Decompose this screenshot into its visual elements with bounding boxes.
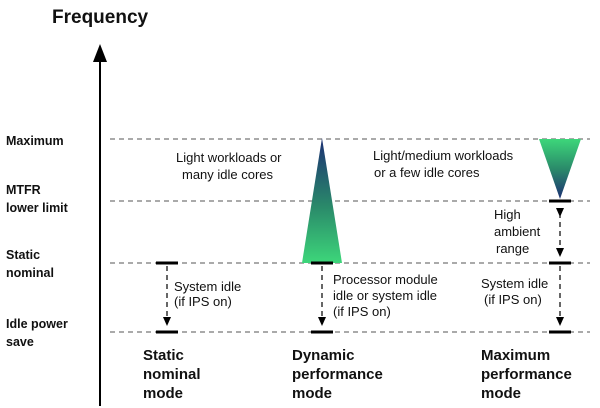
- processor-idle-3: (if IPS on): [333, 304, 391, 319]
- light-medium-2: or a few idle cores: [374, 165, 480, 180]
- level-label-static-1: Static: [6, 248, 40, 262]
- mode-maximum-2: performance: [481, 366, 572, 383]
- mode-static-1: Static: [143, 347, 184, 364]
- mode-maximum-1: Maximum: [481, 347, 550, 364]
- frequency-axis-arrowhead: [93, 44, 107, 62]
- static-sysidle-1: System idle: [174, 279, 241, 294]
- maximum-sysidle-2: (if IPS on): [484, 292, 542, 307]
- maximum-sysidle-1: System idle: [481, 276, 548, 291]
- processor-idle-2: idle or system idle: [333, 288, 437, 303]
- level-label-mtfr-2: lower limit: [6, 201, 69, 215]
- level-label-static-2: nominal: [6, 266, 54, 280]
- high-ambient-1: High: [494, 207, 521, 222]
- level-label-idle-1: Idle power: [6, 317, 68, 331]
- mode-maximum-3: mode: [481, 385, 521, 402]
- light-workloads-2: many idle cores: [182, 167, 274, 182]
- level-label-mtfr-1: MTFR: [6, 183, 41, 197]
- mode-static-2: nominal: [143, 366, 201, 383]
- mode-static-3: mode: [143, 385, 183, 402]
- mode-dynamic-2: performance: [292, 366, 383, 383]
- static-sysidle-2: (if IPS on): [174, 294, 232, 309]
- mode-dynamic-1: Dynamic: [292, 347, 355, 364]
- light-workloads-1: Light workloads or: [176, 150, 282, 165]
- level-label-maximum: Maximum: [6, 134, 64, 148]
- level-label-idle-2: save: [6, 335, 34, 349]
- dynamic-mode-wedge: [302, 138, 342, 263]
- high-ambient-3: range: [496, 241, 529, 256]
- mode-dynamic-3: mode: [292, 385, 332, 402]
- processor-idle-1: Processor module: [333, 272, 438, 287]
- maximum-mode-wedge: [539, 139, 581, 199]
- axis-title: Frequency: [52, 7, 149, 28]
- light-medium-1: Light/medium workloads: [373, 148, 514, 163]
- high-ambient-2: ambient: [494, 224, 541, 239]
